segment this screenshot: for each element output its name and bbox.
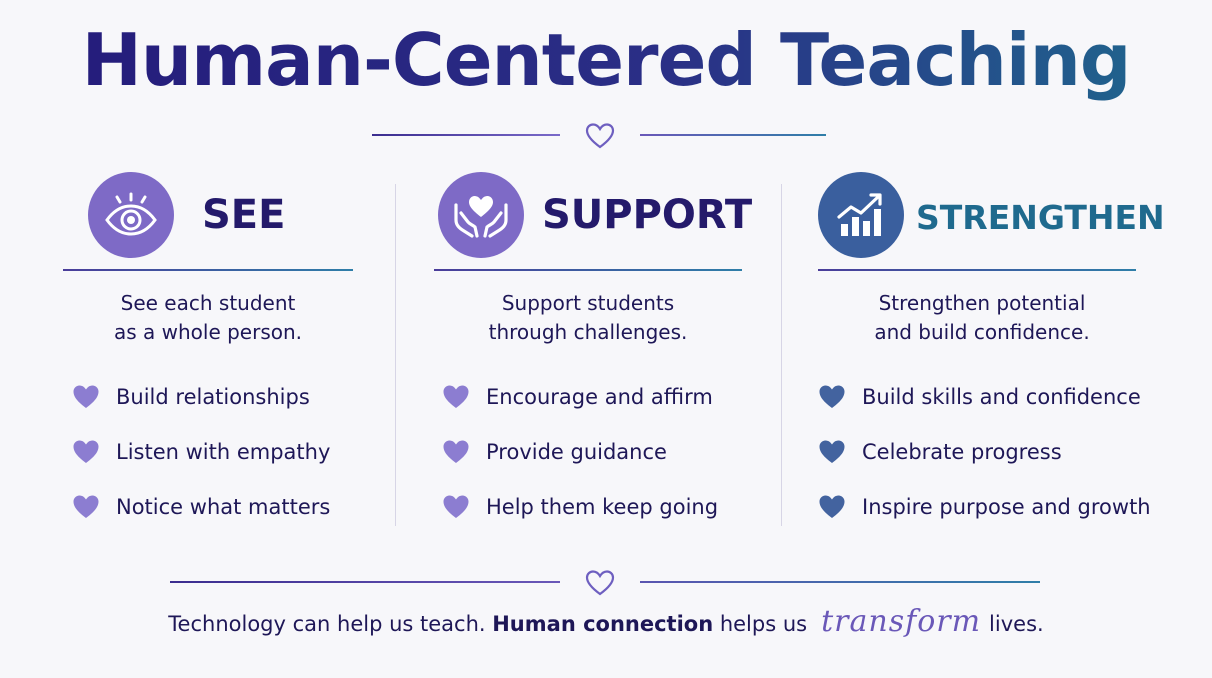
heart-icon	[443, 440, 469, 463]
heart-icon	[73, 385, 99, 408]
list-item-label: Inspire purpose and growth	[862, 495, 1151, 519]
footer-text: Technology can help us teach.	[168, 612, 493, 636]
bottom-rule-right	[640, 581, 1040, 583]
heart-icon	[819, 385, 845, 408]
list-item-label: Provide guidance	[486, 440, 667, 464]
heart-icon	[819, 495, 845, 518]
column-description: Strengthen potential and build confidenc…	[874, 291, 1090, 344]
list-item: Encourage and affirm	[442, 384, 713, 410]
page-title: Human-Centered Teaching	[0, 18, 1212, 102]
footer-tagline: Technology can help us teach. Human conn…	[0, 604, 1212, 639]
list-item: Inspire purpose and growth	[818, 494, 1151, 520]
heading-support: SUPPORT	[542, 192, 753, 238]
heading-underline	[818, 269, 1136, 271]
bottom-rule-left	[170, 581, 560, 583]
list-item: Build relationships	[72, 384, 310, 410]
list-item-label: Help them keep going	[486, 495, 719, 519]
list-item-label: Listen with empathy	[116, 440, 331, 464]
list-item-label: Build skills and confidence	[862, 385, 1141, 409]
heading-see: SEE	[202, 192, 286, 238]
heart-icon	[73, 495, 99, 518]
list-item-label: Celebrate progress	[862, 440, 1062, 464]
heading-underline	[63, 269, 353, 271]
heart-icon	[819, 440, 845, 463]
heart-icon	[443, 385, 469, 408]
heart-icon	[443, 495, 469, 518]
footer-text: lives.	[989, 612, 1044, 636]
list-item: Celebrate progress	[818, 439, 1062, 465]
list-item: Notice what matters	[72, 494, 330, 520]
list-item: Build skills and confidence	[818, 384, 1141, 410]
heading-underline	[434, 269, 742, 271]
heart-hands-icon	[438, 172, 524, 258]
heading-strengthen: STRENGTHEN	[916, 198, 1165, 237]
column-divider	[395, 184, 396, 526]
list-item: Provide guidance	[442, 439, 667, 465]
column-divider	[781, 184, 782, 526]
top-rule-right	[640, 134, 826, 136]
footer-text: helps us	[713, 612, 808, 636]
heart-outline-icon	[585, 123, 615, 149]
top-rule-left	[372, 134, 560, 136]
list-item-label: Notice what matters	[116, 495, 331, 519]
heart-icon	[73, 440, 99, 463]
list-item: Listen with empathy	[72, 439, 330, 465]
footer-script-word: transform	[821, 604, 982, 639]
footer-bold: Human connection	[492, 612, 714, 636]
list-item: Help them keep going	[442, 494, 718, 520]
heart-outline-icon	[585, 570, 615, 596]
list-item-label: Build relationships	[116, 385, 310, 409]
column-description: See each student as a whole person.	[113, 291, 303, 344]
growth-chart-icon	[818, 172, 904, 258]
list-item-label: Encourage and affirm	[486, 385, 713, 409]
eye-icon	[88, 172, 174, 258]
column-description: Support students through challenges.	[488, 291, 688, 344]
